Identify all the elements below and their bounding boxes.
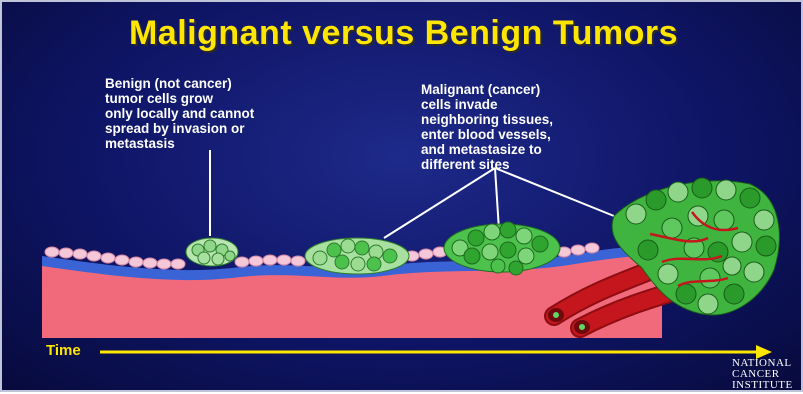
time-arrow <box>100 345 772 359</box>
malignant-pointer-line-3 <box>495 168 614 216</box>
nci-logo: NATIONAL CANCER INSTITUTE <box>732 358 802 394</box>
early-malignant-cluster <box>305 238 409 274</box>
benign-tumor-cluster <box>186 238 238 266</box>
logo-line-3: INSTITUTE <box>732 380 802 391</box>
malignant-pointer-line-2 <box>495 168 499 230</box>
time-label: Time <box>46 342 81 359</box>
